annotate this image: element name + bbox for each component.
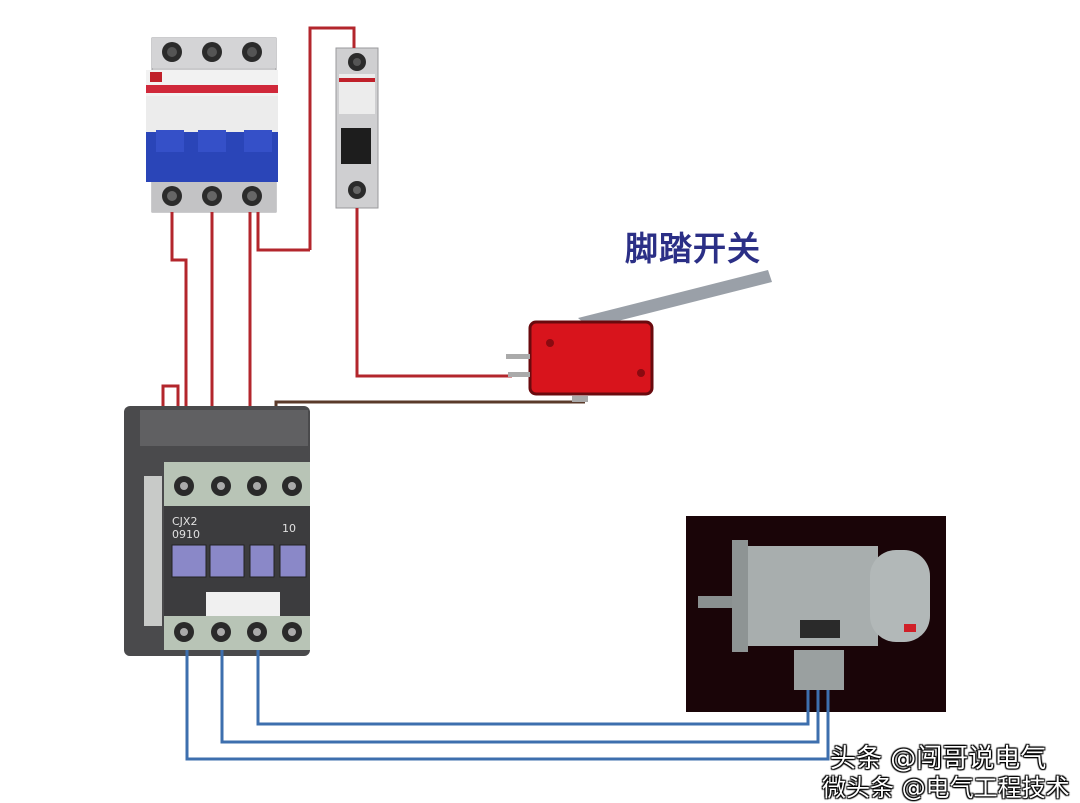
- coil-wire: [274, 400, 585, 440]
- load-wires: [185, 650, 830, 761]
- single-pole-breaker: [335, 47, 379, 209]
- foot-switch-label: 脚踏开关: [625, 229, 761, 268]
- motor: [686, 516, 946, 712]
- contactor: CJX2 0910 10: [124, 406, 310, 656]
- watermark-line-1: 头条 @闯哥说电气: [830, 744, 1047, 774]
- watermark-line-2: 微头条 @电气工程技术: [822, 774, 1070, 802]
- foot-switch: [506, 270, 772, 402]
- svg-text:10: 10: [282, 522, 296, 535]
- svg-text:CJX2: CJX2: [172, 515, 197, 528]
- three-pole-breaker: [146, 37, 278, 213]
- svg-text:0910: 0910: [172, 528, 200, 541]
